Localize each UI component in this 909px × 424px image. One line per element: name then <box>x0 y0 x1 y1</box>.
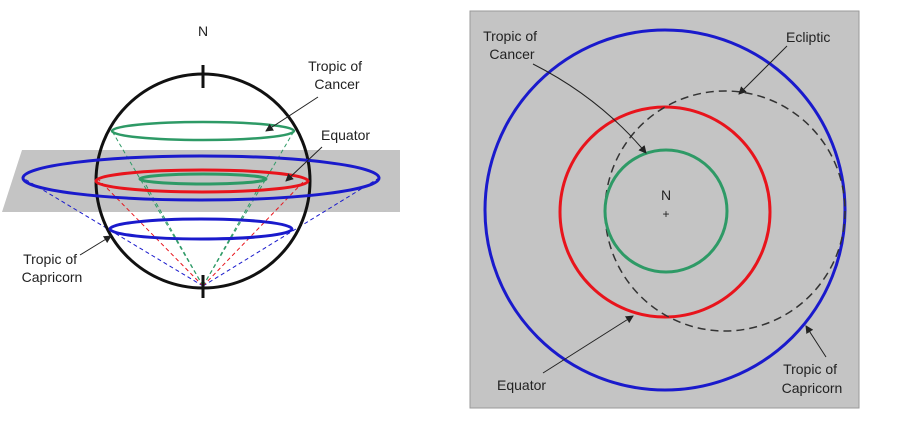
right-tropic-of-capricorn-pointer <box>805 325 827 358</box>
tropic-of-capricorn-projection <box>21 154 381 202</box>
right-equator-label: Equator <box>497 377 546 393</box>
tropic-of-capricorn-ring <box>483 28 847 392</box>
projection-background <box>469 10 860 409</box>
right-tropic-of-cancer-label: Tropic of Cancer <box>483 28 541 62</box>
north-pole-label: N <box>661 187 671 203</box>
right-tropic-of-capricorn-label: Tropic of Capricorn <box>782 361 843 396</box>
equator-label: Equator <box>321 127 370 143</box>
ecliptic-ring <box>604 90 846 332</box>
equator-ring <box>558 105 772 319</box>
ecliptic-label: Ecliptic <box>786 29 830 45</box>
tropic-of-cancer-circle <box>110 120 296 142</box>
tropic-of-cancer-projection <box>138 172 268 186</box>
tropic-of-capricorn-circle <box>108 217 294 241</box>
right-panel-polar-projection: N + Tropic of Cancer Ecliptic Equator Tr… <box>469 10 860 409</box>
tropic-of-cancer-pointer <box>265 96 319 132</box>
left-panel-sphere-diagram: N Tropic of Cancer Equator Tropic of Cap… <box>2 23 400 298</box>
equator-circle <box>94 168 310 194</box>
ecliptic-pointer <box>738 45 788 95</box>
tropic-of-capricorn-pointer <box>79 235 112 256</box>
tropic-of-cancer-label: Tropic of Cancer <box>308 58 366 92</box>
north-label: N <box>198 23 208 39</box>
north-pole-mark: + <box>662 207 669 221</box>
right-tropic-of-cancer-pointer <box>532 63 647 154</box>
tropic-of-capricorn-label: Tropic of Capricorn <box>22 251 83 285</box>
tropic-of-cancer-ring <box>603 148 729 274</box>
equator-pointer <box>285 146 323 182</box>
right-equator-pointer <box>542 315 634 374</box>
equatorial-plane <box>2 150 400 212</box>
